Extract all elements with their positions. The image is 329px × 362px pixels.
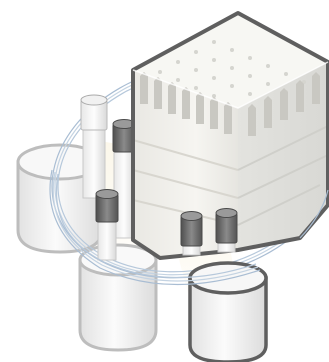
beaker-bottom-middle <box>80 245 156 350</box>
beaker-bottom-right <box>190 263 266 362</box>
vial <box>216 209 237 253</box>
vial <box>81 95 107 198</box>
vial <box>96 190 118 261</box>
vial <box>181 212 202 256</box>
